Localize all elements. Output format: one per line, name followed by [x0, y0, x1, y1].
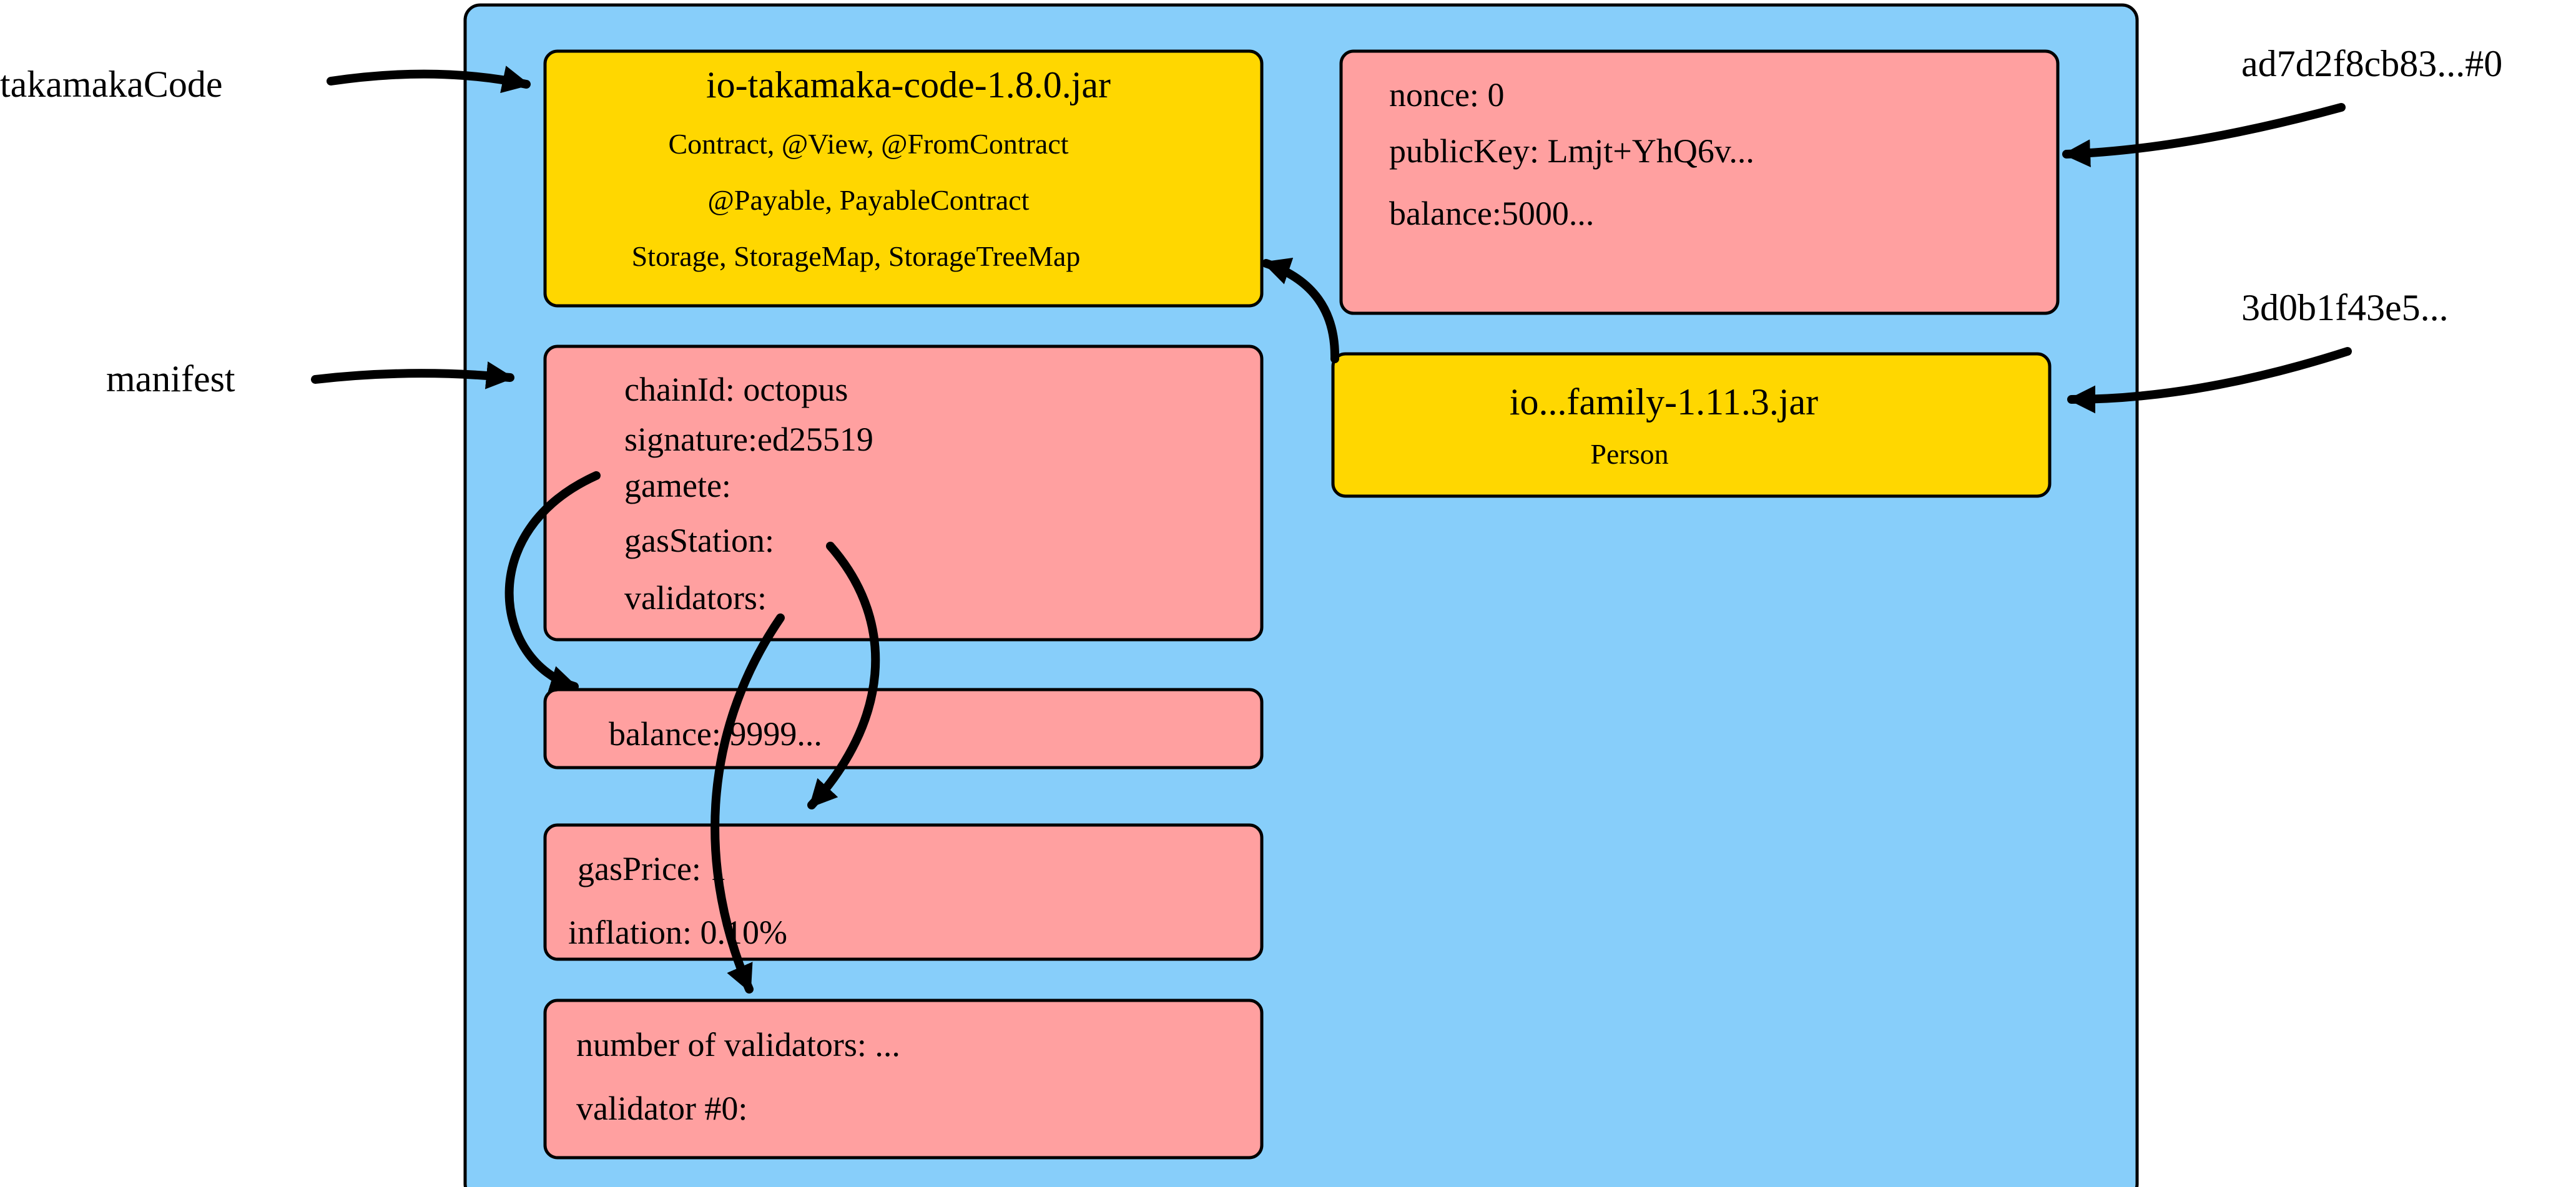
label-manifest: manifest	[106, 358, 235, 399]
takamaka-jar-classes-2: @Payable, PayableContract	[708, 184, 1030, 216]
label-family-reference: 3d0b1f43e5...	[2241, 287, 2449, 328]
arrow-gamete	[504, 471, 601, 693]
family-jar-class: Person	[1590, 438, 1668, 470]
gamete-object: balance: 9999...	[543, 688, 1264, 769]
manifest-gamete: gamete:	[624, 467, 731, 504]
arrow-manifest	[311, 361, 514, 389]
arrow-family-reference	[2067, 347, 2352, 414]
account-nonce: nonce: 0	[1389, 76, 1504, 114]
arrow-validators	[710, 613, 785, 994]
family-jar-box	[1331, 352, 2052, 498]
manifest-box	[543, 344, 1264, 642]
manifest-signature: signature:ed25519	[624, 421, 873, 458]
takamaka-code-jar: io-takamaka-code-1.8.0.jar Contract, @Vi…	[543, 49, 1264, 308]
inflation: inflation: 0.10%	[568, 914, 787, 951]
account-box	[1339, 49, 2060, 315]
account-public-key: publicKey: Lmjt+YhQ6v...	[1389, 132, 1754, 170]
gas-station-object: gasPrice: 1 inflation: 0.10%	[543, 823, 1264, 961]
takamaka-jar-box	[543, 49, 1264, 308]
label-takamaka-code: takamakaCode	[0, 64, 223, 105]
manifest-gas-station: gasStation:	[624, 522, 774, 559]
family-jar-title: io...family-1.11.3.jar	[1510, 381, 1818, 423]
label-account-reference: ad7d2f8cb83...#0	[2241, 43, 2502, 84]
arrow-gas-station	[807, 542, 880, 809]
validators-count: number of validators: ...	[576, 1026, 900, 1063]
validators-box	[543, 999, 1264, 1160]
takamaka-jar-classes-1: Contract, @View, @FromContract	[668, 128, 1068, 160]
takamaka-jar-classes-3: Storage, StorageMap, StorageTreeMap	[632, 240, 1081, 272]
arrow-takamaka-code	[327, 66, 531, 94]
manifest-validators: validators:	[624, 579, 767, 617]
manifest-object: chainId: octopus signature:ed25519 gamet…	[543, 344, 1264, 642]
account-balance: balance:5000...	[1389, 195, 1594, 232]
gamete-balance: balance: 9999...	[609, 715, 822, 753]
family-jar: io...family-1.11.3.jar Person	[1331, 352, 2052, 498]
validator-0: validator #0:	[576, 1090, 747, 1127]
account-object: nonce: 0 publicKey: Lmjt+YhQ6v... balanc…	[1339, 49, 2060, 315]
arrow-account-reference	[2062, 103, 2346, 167]
arrow-jar-dependency	[1262, 258, 1340, 363]
validators-object: number of validators: ... validator #0:	[543, 999, 1264, 1160]
manifest-chain-id: chainId: octopus	[624, 371, 848, 408]
takamaka-jar-title: io-takamaka-code-1.8.0.jar	[706, 64, 1111, 105]
gas-price: gasPrice: 1	[578, 850, 726, 887]
